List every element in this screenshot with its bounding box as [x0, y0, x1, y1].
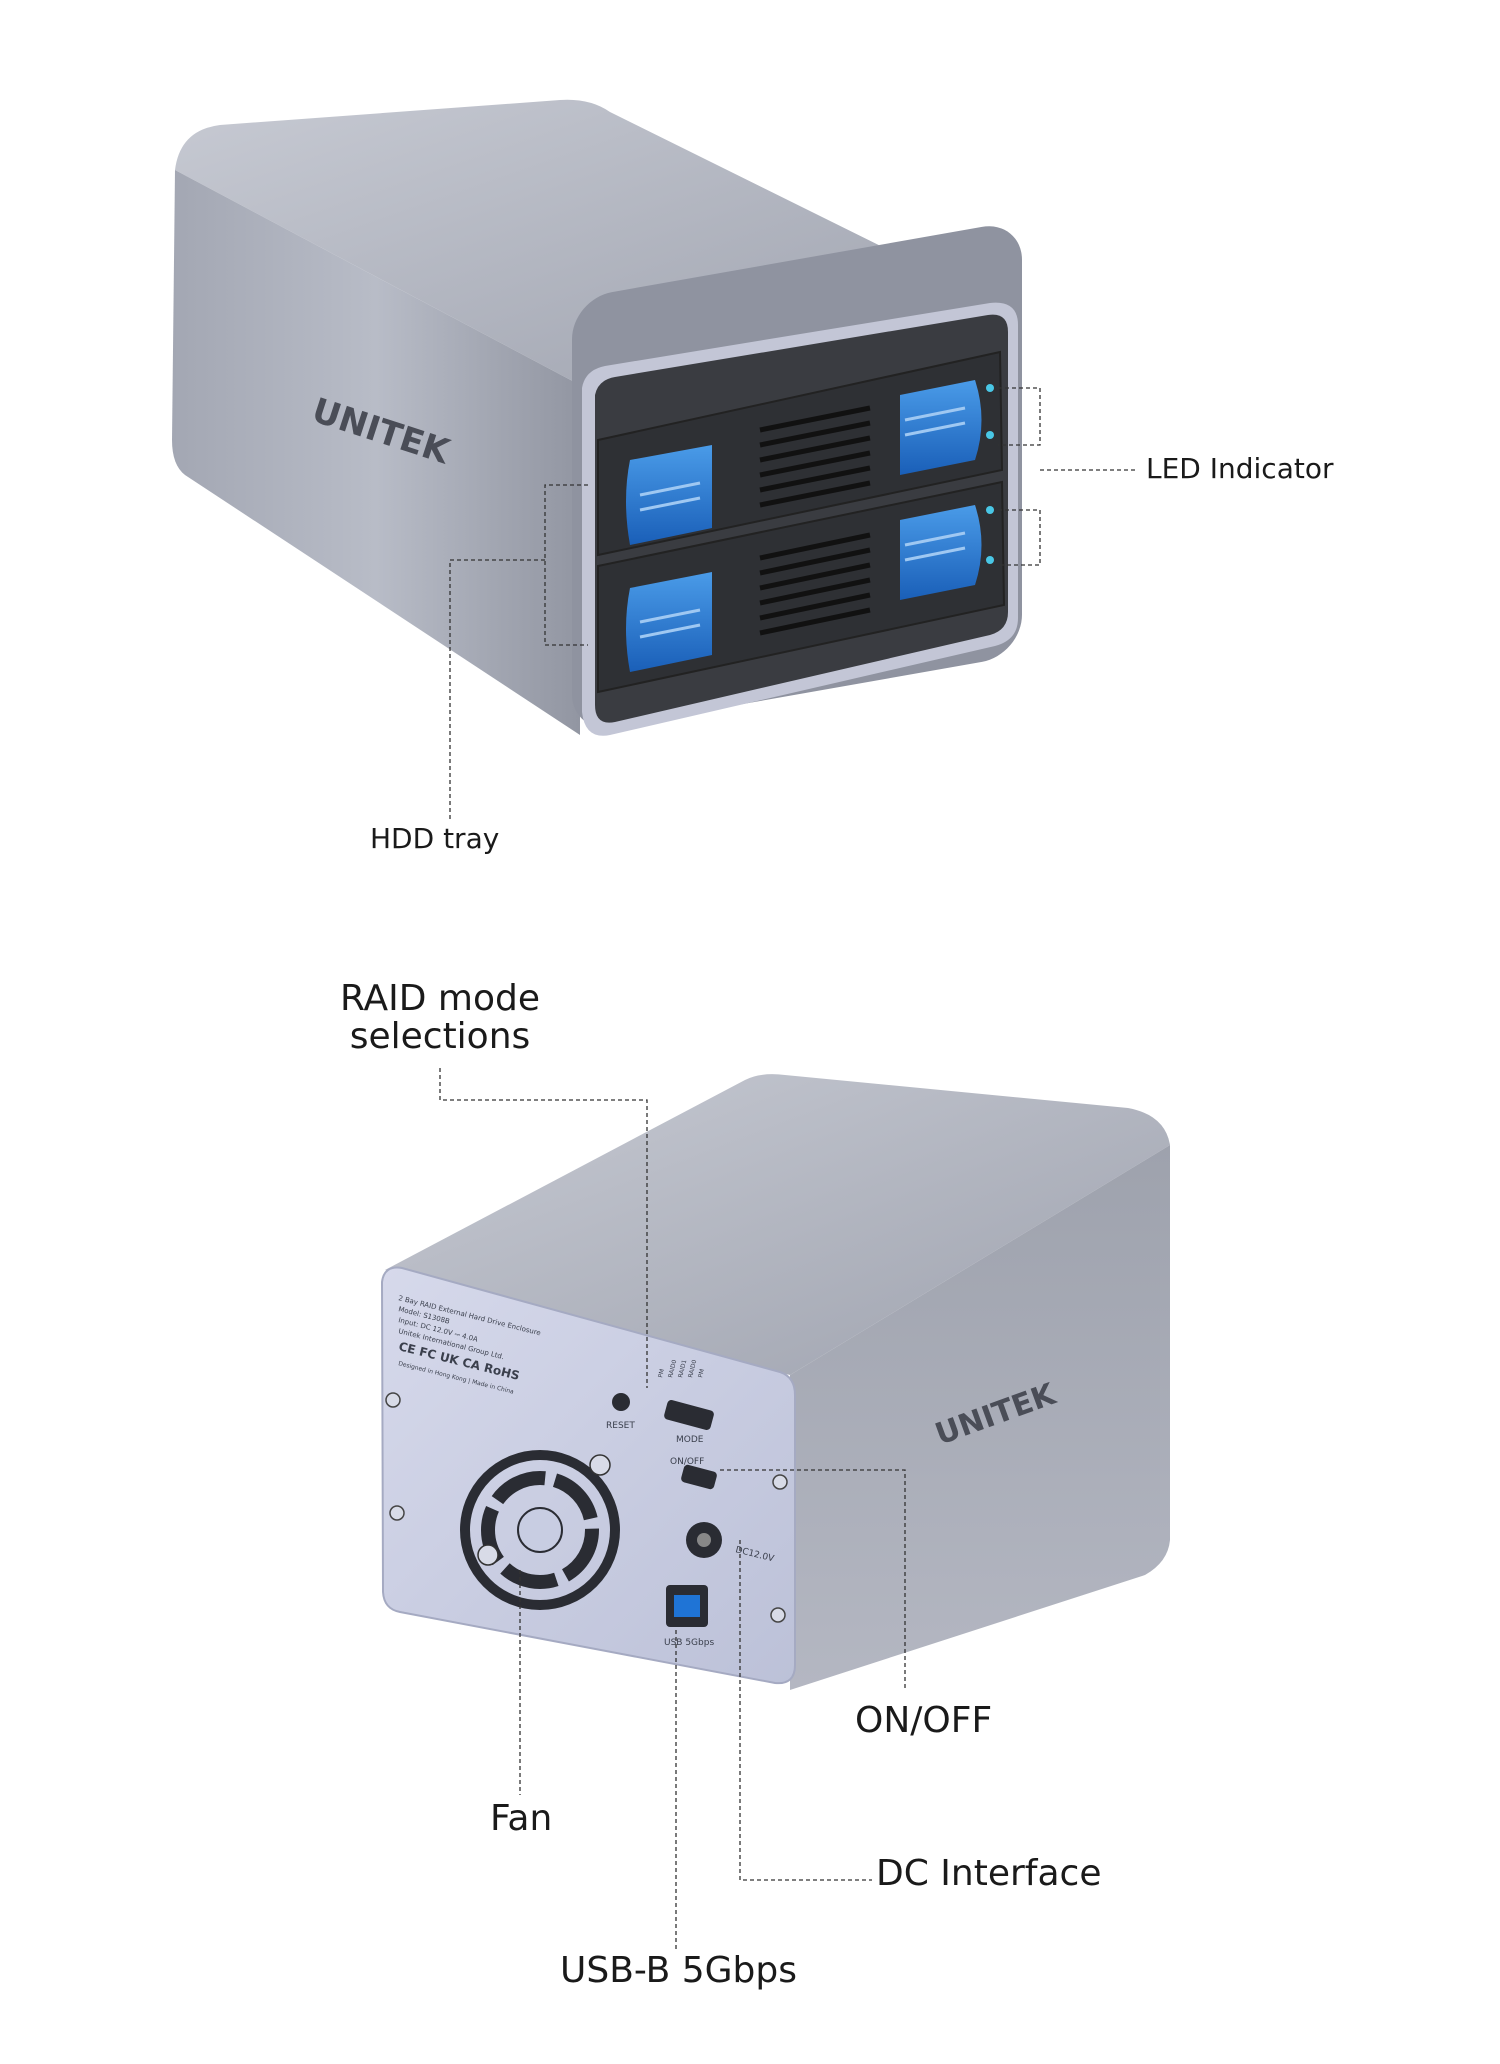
- dc-interface-label: DC Interface: [876, 1853, 1102, 1894]
- raid-mode-label: RAID mode selections: [330, 980, 550, 1056]
- mode-option-2: RAID0: [667, 1359, 678, 1379]
- led-indicator-label: LED Indicator: [1146, 452, 1334, 485]
- rear-view-device: [380, 1074, 1170, 1690]
- top-callout-lines: [449, 387, 1138, 820]
- mode-option-3: RAID1: [677, 1359, 688, 1379]
- reset-label: RESET: [606, 1421, 635, 1431]
- raid-mode-line1: RAID mode: [339, 978, 541, 1019]
- mode-option-5: PM: [697, 1368, 706, 1378]
- hdd-tray-label: HDD tray: [370, 822, 500, 855]
- fan-label: Fan: [490, 1798, 553, 1839]
- mode-option-4: RAID0: [687, 1359, 698, 1379]
- on-off-label: ON/OFF: [855, 1700, 993, 1741]
- bottom-callout-lines: [439, 1068, 906, 1950]
- onoff-small-label: ON/OFF: [670, 1457, 704, 1467]
- usb-b-label: USB-B 5Gbps: [560, 1950, 798, 1991]
- front-view-device: [172, 99, 1022, 736]
- raid-mode-line2: selections: [349, 1016, 531, 1057]
- mode-label: MODE: [676, 1435, 704, 1445]
- mode-option-1: PM: [657, 1368, 666, 1378]
- usb-small-label: USB 5Gbps: [664, 1638, 714, 1648]
